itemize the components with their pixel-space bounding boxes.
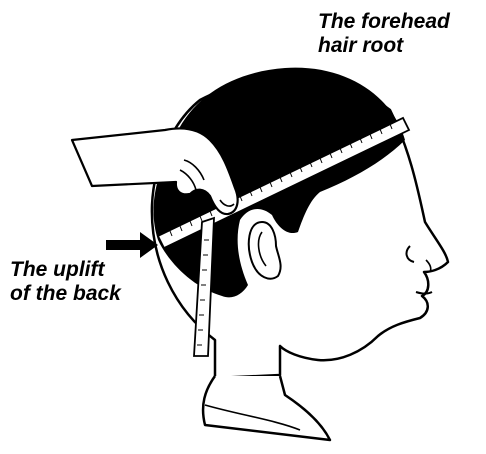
back-uplift-label: The uplift of the back [10, 258, 121, 306]
forehead-label-line-2: hair root [318, 34, 450, 58]
collar [203, 376, 330, 440]
right-arrow-icon [106, 232, 158, 258]
back-label-line-2: of the back [10, 282, 121, 306]
back-label-line-1: The uplift [10, 258, 121, 282]
forehead-hairline-label: The forehead hair root [318, 10, 450, 58]
forehead-label-line-1: The forehead [318, 10, 450, 34]
